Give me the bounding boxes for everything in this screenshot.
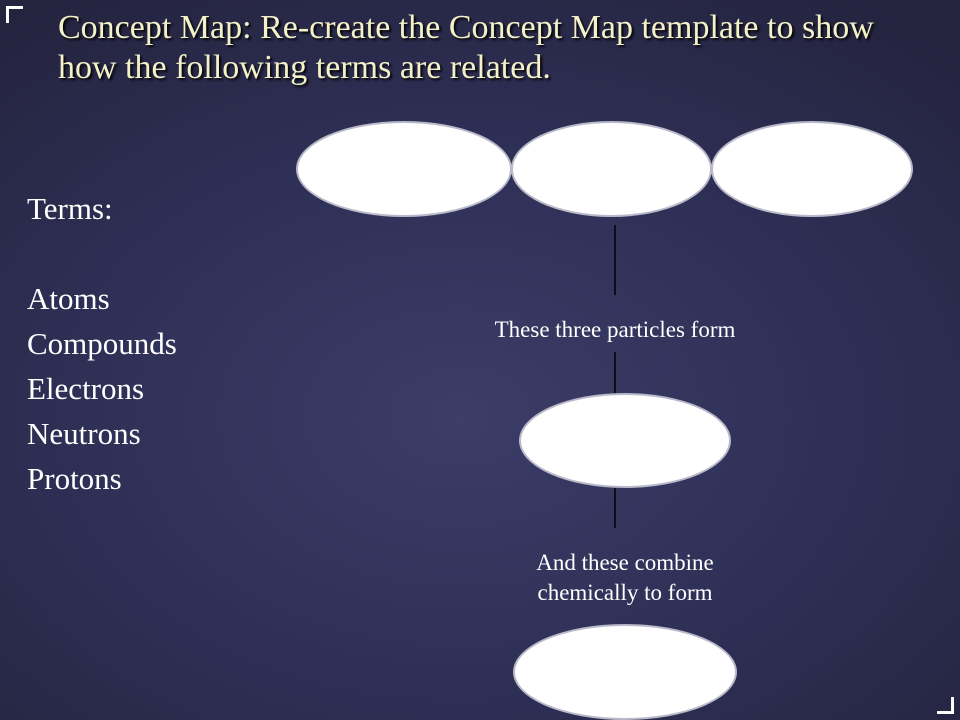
label-combine-line-2: chemically to form — [537, 580, 713, 605]
label-combine-line-1: And these combine — [536, 550, 714, 575]
connector-line-middle — [614, 352, 616, 394]
label-combine-chemically: And these combine chemically to form — [430, 548, 820, 608]
connector-line-top — [614, 225, 616, 295]
term-item: Neutrons — [27, 416, 141, 451]
particle-oval-1 — [296, 121, 512, 217]
term-item: Protons — [27, 461, 122, 496]
particle-oval-3 — [711, 121, 913, 217]
middle-oval — [519, 393, 731, 488]
corner-bracket-bottom-right — [937, 697, 954, 714]
slide-title: Concept Map: Re-create the Concept Map t… — [58, 9, 874, 86]
particle-oval-2 — [511, 121, 712, 217]
term-item: Compounds — [27, 326, 177, 361]
terms-list-panel: Terms: Atoms Compounds Electrons Neutron… — [27, 186, 177, 501]
label-particles-form: These three particles form — [494, 317, 736, 342]
terms-heading: Terms: — [27, 191, 113, 226]
term-item: Atoms — [27, 281, 110, 316]
corner-bracket-top-left — [6, 6, 23, 23]
terms-list: Atoms Compounds Electrons Neutrons Proto… — [27, 276, 177, 501]
term-item: Electrons — [27, 371, 145, 406]
bottom-oval — [513, 624, 737, 720]
connector-line-lower — [614, 488, 616, 528]
